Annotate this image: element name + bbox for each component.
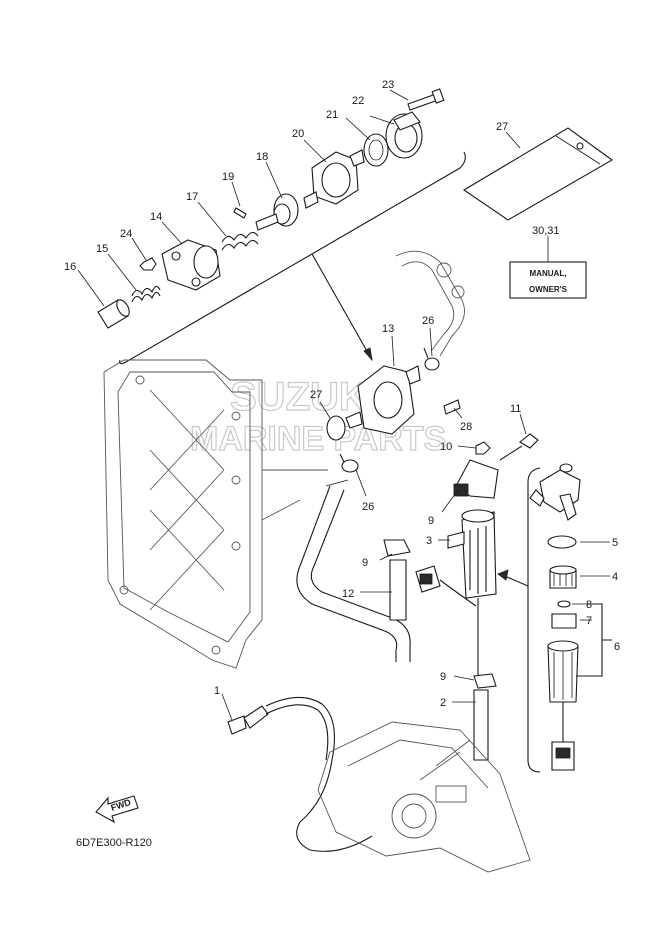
filter-element-4 bbox=[549, 565, 577, 589]
filter-detail-bracket bbox=[527, 467, 541, 773]
upper-hose-ghost bbox=[395, 250, 465, 357]
label-11: 10 bbox=[440, 441, 452, 453]
bracket-10 bbox=[453, 459, 499, 499]
bolt-28 bbox=[443, 399, 461, 415]
nut-7 bbox=[551, 613, 577, 629]
label-24: 23 bbox=[382, 79, 394, 91]
label-3: 3 bbox=[426, 535, 432, 547]
manual-line1: MANUAL, bbox=[530, 269, 567, 278]
diaphragm-19 bbox=[255, 193, 299, 231]
label-18: 17 bbox=[186, 191, 198, 203]
filter-head-detail bbox=[529, 463, 581, 521]
pump-body-21 bbox=[303, 149, 365, 209]
cover-23 bbox=[385, 111, 423, 159]
manual-line2: OWNER'S bbox=[529, 285, 568, 294]
label-9-lower: 9 bbox=[440, 671, 446, 683]
watermark: SUZUKI MARINE PARTS bbox=[189, 374, 446, 458]
hose-13 bbox=[296, 479, 411, 662]
plunger-17 bbox=[97, 299, 130, 329]
hose-segment bbox=[389, 559, 407, 621]
label-23: 22 bbox=[352, 95, 364, 107]
label-4: 4 bbox=[612, 571, 618, 583]
clip-8 bbox=[557, 600, 571, 608]
watermark-line2: MARINE PARTS bbox=[190, 420, 446, 458]
label-26-lower: 26 bbox=[362, 501, 374, 513]
label-13: 12 bbox=[342, 588, 354, 600]
label-29: 27 bbox=[496, 121, 508, 133]
filter-cup-6 bbox=[547, 640, 579, 771]
pin-20 bbox=[233, 207, 247, 219]
gasket-22 bbox=[363, 133, 389, 167]
drain-hose-1 bbox=[227, 696, 373, 852]
label-19: 18 bbox=[256, 151, 268, 163]
label-14: 13 bbox=[382, 323, 394, 335]
bolt-24 bbox=[407, 88, 445, 111]
clip-26-upper bbox=[423, 347, 440, 371]
label-30-31: 30,31 bbox=[532, 225, 560, 237]
label-27: 27 bbox=[310, 389, 322, 401]
label-21: 20 bbox=[292, 128, 304, 140]
leader-lines bbox=[77, 89, 610, 721]
label-20: 19 bbox=[222, 171, 234, 183]
fuel-filter-3 bbox=[447, 509, 497, 599]
pump-arrow-head bbox=[363, 347, 373, 362]
label-15: 14 bbox=[150, 211, 162, 223]
clip-9-upper bbox=[383, 539, 411, 557]
label-6: 6 bbox=[614, 641, 620, 653]
label-10: 9 bbox=[428, 515, 434, 527]
label-8: 8 bbox=[586, 599, 592, 611]
watermark-line1: SUZUKI bbox=[230, 375, 379, 419]
nut-11 bbox=[475, 441, 491, 455]
spring-18 bbox=[221, 231, 259, 251]
label-25: 24 bbox=[120, 228, 132, 240]
gasket-22-inner bbox=[368, 139, 384, 161]
label-2: 2 bbox=[440, 697, 446, 709]
label-26-upper: 26 bbox=[422, 315, 434, 327]
detail-arrow-head bbox=[497, 569, 509, 581]
label-28: 28 bbox=[460, 421, 472, 433]
group-6-bracket bbox=[576, 603, 612, 677]
wire-connector bbox=[415, 565, 477, 607]
cylinder-block-ghost bbox=[103, 359, 328, 669]
label-7: 7 bbox=[586, 615, 592, 627]
part-labels: 23 22 21 20 18 19 17 14 24 15 16 27 30,3… bbox=[64, 79, 620, 709]
label-1: 1 bbox=[214, 685, 220, 697]
label-5: 5 bbox=[612, 537, 618, 549]
fwd-arrow-icon: FWD bbox=[95, 795, 139, 824]
label-17: 16 bbox=[64, 261, 76, 273]
label-9-upper: 9 bbox=[362, 557, 368, 569]
diagram-code: 6D7E300-R120 bbox=[76, 837, 152, 849]
owners-pouch-29 bbox=[462, 127, 614, 221]
label-12: 11 bbox=[510, 403, 521, 415]
label-22: 21 bbox=[326, 109, 338, 121]
clip-9-lower bbox=[473, 673, 497, 689]
hose-2 bbox=[473, 689, 489, 761]
nut-25 bbox=[139, 257, 157, 271]
o-ring-5 bbox=[547, 535, 577, 549]
label-16: 15 bbox=[96, 243, 108, 255]
housing-15 bbox=[161, 239, 221, 291]
spring-16 bbox=[131, 285, 161, 297]
bolt-12 bbox=[519, 433, 539, 449]
fuel-pump-14 bbox=[345, 365, 421, 435]
owners-manual-box: MANUAL, OWNER'S bbox=[509, 261, 587, 299]
o-ring-27 bbox=[326, 415, 346, 441]
clip-26-lower bbox=[339, 453, 359, 473]
lower-unit-ghost bbox=[317, 721, 531, 873]
pump-arrow-line bbox=[311, 253, 373, 361]
